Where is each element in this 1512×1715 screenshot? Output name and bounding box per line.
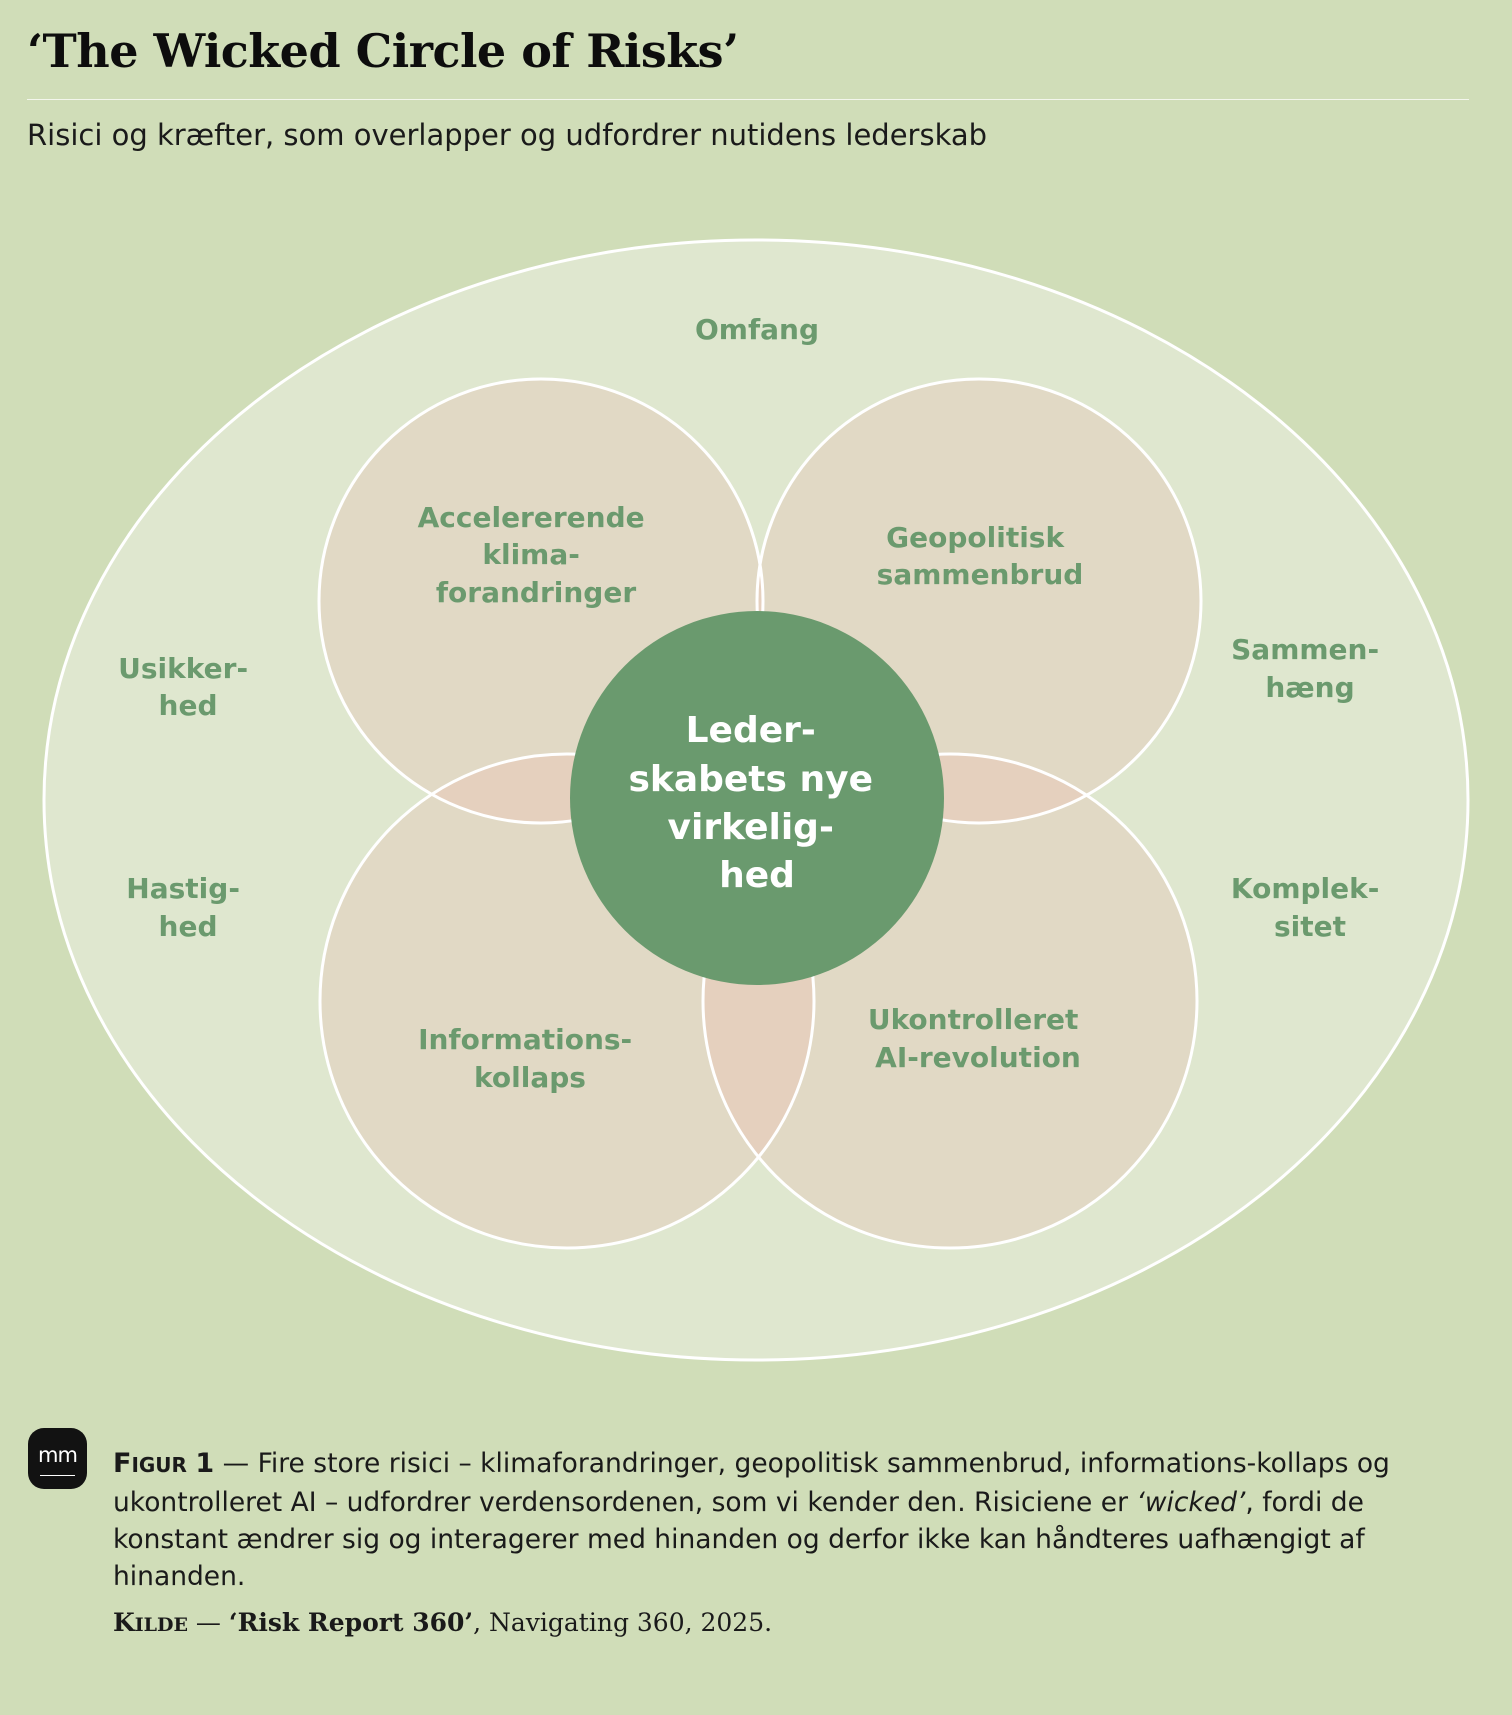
risk-circle-top-right-outline — [755, 377, 1203, 825]
figure-number: 1 — [195, 1448, 215, 1479]
label-informationskollaps: Informations- kollaps — [418, 1023, 642, 1094]
source-line: KILDE — ‘Risk Report 360’, Navigating 36… — [113, 1608, 772, 1637]
publisher-logo: mm — [28, 1428, 87, 1489]
logo-text: mm — [38, 1443, 78, 1467]
label-hastighed: Hastig- hed — [126, 872, 249, 943]
center-label: Leder- skabets nye virkelig- hed — [628, 710, 885, 896]
page-subtitle: Risici og kræfter, som overlapper og udf… — [27, 118, 988, 152]
caption-italic: ‘wicked’ — [1136, 1487, 1246, 1518]
source-label-rest: ILDE — [134, 1614, 188, 1636]
figure-label-initial: F — [113, 1448, 132, 1479]
logo-underline — [40, 1475, 75, 1476]
label-kompleksitet: Komplek- sitet — [1231, 872, 1389, 943]
label-geopolitisk-sammenbrud: Geopolitisk sammenbrud — [877, 521, 1084, 591]
caption-text-1: Fire store risici – klimaforandringer, g… — [113, 1448, 1390, 1518]
source-label-initial: K — [113, 1608, 135, 1637]
figure-caption: FIGUR 1 — Fire store risici – klimaforan… — [113, 1445, 1473, 1595]
title-divider — [27, 99, 1469, 100]
label-ai-revolution: Ukontrolleret AI-revolution — [868, 1003, 1088, 1074]
label-sammenhaeng: Sammen- hæng — [1231, 633, 1389, 704]
center-circle — [570, 611, 944, 985]
caption-dash: — — [222, 1448, 250, 1479]
page-title: ‘The Wicked Circle of Risks’ — [27, 24, 739, 78]
label-usikkerhed: Usikker- hed — [118, 652, 258, 722]
risk-circle-top-left-outline — [317, 377, 765, 825]
source-dash: — — [195, 1608, 221, 1637]
figure-label-rest: IGUR — [131, 1453, 187, 1477]
label-klimaforandringer: Accelererende klima- forandringer — [418, 501, 655, 609]
label-omfang: Omfang — [695, 313, 819, 346]
risk-circle-bottom-right-outline — [701, 752, 1199, 1250]
source-report: ‘Risk Report 360’ — [228, 1608, 474, 1637]
caption-text-2: , fordi de konstant ændrer sig og intera… — [113, 1487, 1365, 1592]
source-rest: , Navigating 360, 2025. — [473, 1608, 773, 1637]
risk-circle-bottom-left-outline — [318, 752, 816, 1250]
